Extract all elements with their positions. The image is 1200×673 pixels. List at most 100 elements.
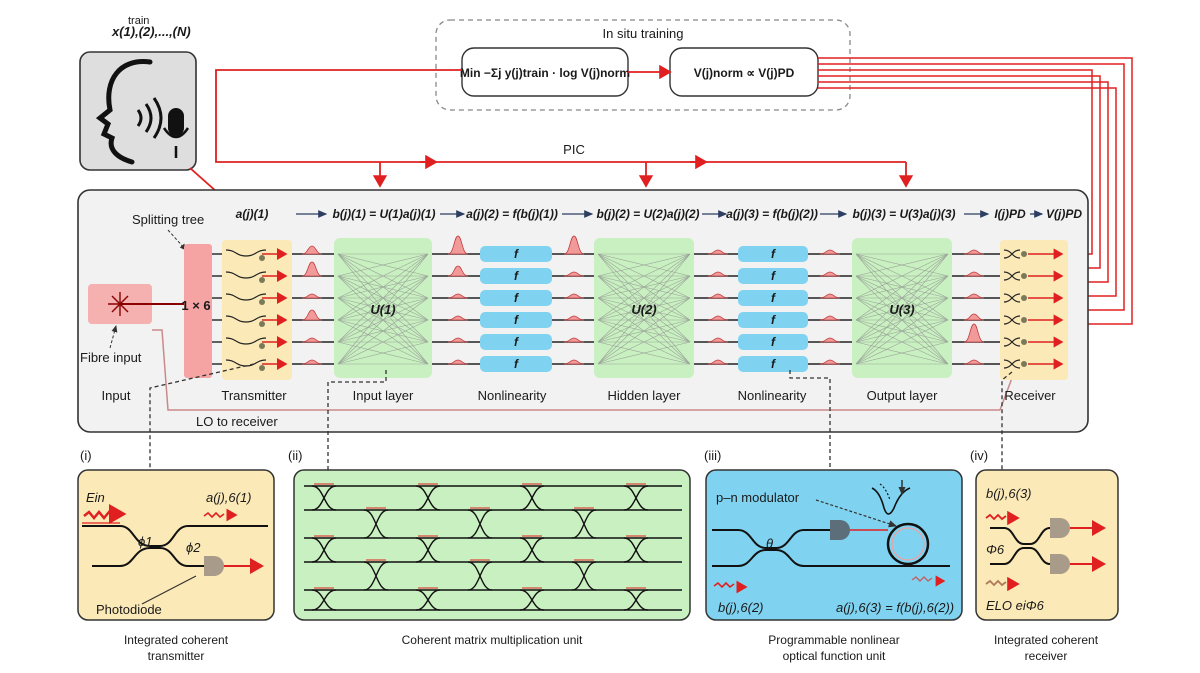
signal-pulse [819,249,841,255]
signal-pulse [447,265,469,277]
mesh-line [855,253,949,299]
photodiode-icon-4 [1050,554,1070,574]
panel-iv-bin: b(j),6(3) [986,486,1032,501]
stage-label: Input [102,388,131,403]
signal-wave-icon [985,513,1007,521]
loss-formula: Min −Σj y(j)train · log V(j)norm [460,66,630,80]
nonlinear-function-box [480,268,552,284]
output-wave-icon-2 [911,576,933,582]
stage-label: Transmitter [221,388,287,403]
panel-transmitter-detail [77,469,275,621]
nonlinear-function-box [738,246,808,262]
mzi-coupler [623,485,649,511]
pn-modulator-label: p–n modulator [716,490,800,505]
panel-i-ein: Ein [86,490,105,505]
signal-pulse [819,359,841,365]
mesh-line [597,341,691,365]
receiver-rows [1003,248,1064,370]
mesh-line [337,341,429,365]
mzi-coupler [311,485,337,511]
microphone-icon [162,108,190,158]
panel-i-aout: a(j),6(1) [206,490,252,505]
signal-pulse [301,337,323,343]
pic-update-lines [215,69,914,188]
mesh-line [597,253,691,299]
signal-pulse [447,293,469,299]
equations-row: a(j)(1) b(j)(1) = U(1)a(j)(1) a(j)(2) = … [236,207,1083,221]
mesh-line [337,253,429,343]
mesh-line [855,319,949,365]
panel-iii-tag: (iii) [704,448,721,463]
photonic-chip [77,189,1089,433]
eq-a3: a(j)(3) = f(b(j)(2)) [726,207,818,221]
eq-b2: b(j)(2) = U(2)a(j)(2) [597,207,700,221]
transmitter-photodiode [259,277,265,283]
mzi-coupler [519,589,545,611]
signal-pulse [963,293,985,299]
mzi-coupler [311,589,337,611]
mzi-coupler [623,589,649,611]
photodiode-pointer [141,575,197,605]
panel-iii-aout: a(j),6(3) = f(b(j),6(2)) [836,600,954,615]
transmitter-mzi [225,315,267,323]
eq-a1: a(j)(1) [236,207,269,221]
mesh-line [855,253,949,365]
eq-ipd: I(j)PD [994,207,1026,221]
photodiode-icon-3 [1050,518,1070,538]
mzi-coupler [623,537,649,563]
nonlinear-f-label: f [514,247,519,261]
panel-i-phi2: ϕ2 [186,540,201,555]
mesh-line [855,253,949,277]
feedback-lines [818,57,1133,325]
receiver-coupler [1003,315,1021,325]
transmitter-photodiode [259,365,265,371]
signal-pulse [707,315,729,321]
signal-pulse [707,293,729,299]
training-input-label: x(1),(2),...,(N) [111,24,191,39]
receiver-coupler [1003,359,1021,369]
transmitter-mzi [225,271,267,279]
panel-i-caption-1: Integrated coherent [124,633,229,647]
mesh-line [337,275,429,365]
pic-label: PIC [563,142,585,157]
panel-iii-caption-1: Programmable nonlinear [768,633,899,647]
mzi-coupler [363,509,389,539]
nonlinear-function-box [738,356,808,372]
signal-pulse [963,249,985,255]
nonlinear-function-box [738,290,808,306]
in-situ-title: In situ training [603,26,684,41]
mzi-coupler [571,509,597,539]
signal-pulse [447,315,469,321]
nonlinear-f-label: f [771,291,776,305]
splitting-tree [184,244,212,378]
nonlinear-function-box [738,334,808,350]
transmitter-rows [225,248,288,371]
signal-pulse [563,337,585,343]
signal-pulse [707,271,729,277]
mesh-line [597,297,691,365]
eq-vpd: V(j)PD [1046,207,1082,221]
signal-pulse [963,271,985,277]
mesh-line [855,297,949,365]
transmitter-photodiode [259,299,265,305]
nonlinear-f-label: f [771,335,776,349]
mzi-coupler [467,561,493,591]
signal-pulse [301,359,323,365]
mesh-line [337,253,429,365]
fibre-input [88,284,186,349]
mesh-line [337,253,429,277]
nonlinear-function-box [480,290,552,306]
signal-pulse [301,245,323,255]
stage-label: Receiver [1004,388,1056,403]
panel-nonlinear-detail [705,469,963,621]
photodiode-icon-2 [830,520,850,540]
mesh-line [597,253,691,277]
nonlinear-function-box [738,312,808,328]
signal-pulse [301,261,323,277]
sound-wave-icon [136,97,163,139]
transmitter-mzi [225,293,267,301]
theta-label: θ [766,536,773,551]
eq-b3: b(j)(3) = U(3)a(j)(3) [853,207,956,221]
